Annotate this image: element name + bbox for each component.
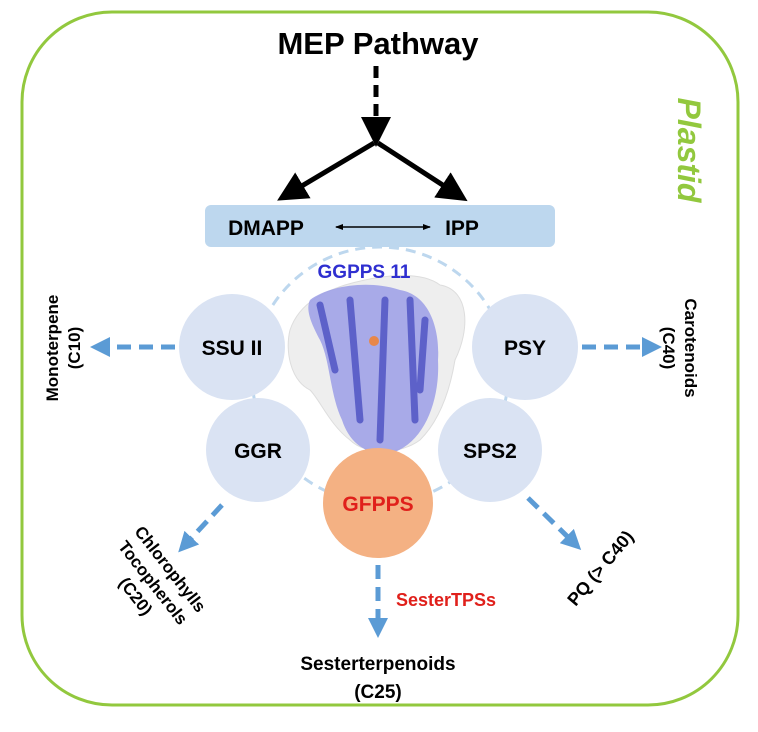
- ssu-ii-label: SSU II: [202, 337, 263, 360]
- arrow-to-pq: [526, 496, 582, 550]
- dmapp-label: DMAPP: [228, 217, 304, 240]
- carotenoids-carbon: (C40): [659, 327, 678, 370]
- monoterpene-carbon: (C10): [65, 327, 84, 370]
- monoterpene-label: Monoterpene: [43, 295, 62, 402]
- ssu-ii-node: [179, 294, 285, 400]
- ipp-label: IPP: [445, 217, 479, 240]
- ggr-node: [206, 398, 310, 502]
- psy-label: PSY: [504, 337, 546, 360]
- sesterterpenoids-label: Sesterterpenoids: [300, 654, 455, 675]
- arrow-to-ipp: [376, 140, 468, 202]
- ggr-label: GGR: [234, 440, 282, 463]
- sps2-label: SPS2: [463, 440, 517, 463]
- sps2-node: [438, 398, 542, 502]
- ggpps11-protein-structure: [287, 275, 466, 454]
- psy-node: [472, 294, 578, 400]
- arrow-to-dmapp: [277, 140, 376, 201]
- sesterterpenoids-carbon: (C25): [354, 682, 402, 703]
- carotenoids-label: Carotenoids: [681, 298, 700, 397]
- gfpps-label: GFPPS: [342, 493, 413, 516]
- pathway-title: MEP Pathway: [277, 26, 479, 61]
- gfpps-node: [323, 448, 433, 558]
- plastid-label: Plastid: [671, 98, 707, 204]
- plastid-border: [20, 10, 740, 707]
- ggpps11-label: GGPPS 11: [318, 262, 411, 283]
- pq-label: PQ (> C40): [563, 527, 637, 610]
- arrow-to-chlorophylls: [178, 503, 224, 553]
- sestertps-label: SesterTPSs: [396, 590, 496, 610]
